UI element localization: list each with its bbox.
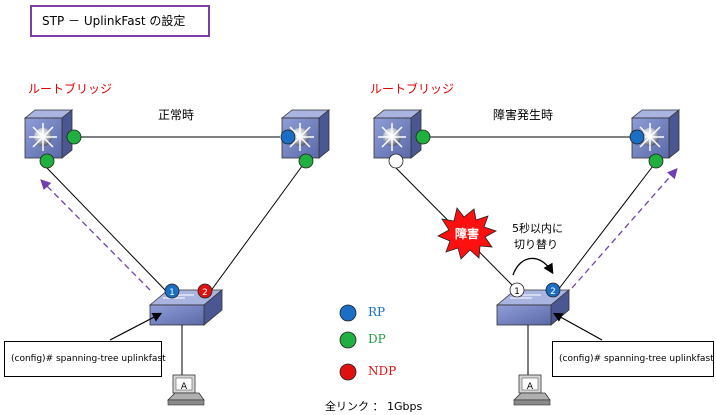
left-root-bridge[interactable] <box>23 109 74 159</box>
right-config-pointer <box>552 312 603 341</box>
left-pc[interactable] <box>167 374 205 406</box>
left-pc-label: A <box>181 382 188 392</box>
left-access-switch[interactable] <box>148 289 224 326</box>
left-config-pointer <box>109 312 163 341</box>
left-state-label: 正常時 <box>158 108 195 122</box>
legend-ndp-dot <box>339 363 357 381</box>
right-port1-label: 1 <box>514 287 520 297</box>
left-uplink-arrow <box>40 179 151 291</box>
right-switch-rp-port <box>629 129 645 145</box>
switch-note-line1: 5秒以内に <box>512 222 563 235</box>
right-topology: 1 2 障害 A <box>372 109 681 406</box>
legend-dp-dot <box>339 331 357 349</box>
right-uplink-arrow <box>571 168 678 289</box>
left-port2-label: 2 <box>202 288 208 298</box>
right-root-dp-port-right <box>415 129 431 145</box>
left-access-rp-port <box>164 283 180 299</box>
failure-label: 障害 <box>455 226 479 241</box>
left-link-1 <box>46 167 169 294</box>
left-link-2 <box>209 161 306 293</box>
legend-rp-label: RP <box>368 305 386 319</box>
right-root-failed-port <box>388 153 404 169</box>
right-state-label: 障害発生時 <box>493 108 554 122</box>
right-switch-dp-port <box>648 153 664 169</box>
right-access-failed-port <box>509 282 525 298</box>
footer-link-speed: 全リンク ： 1Gbps <box>325 400 423 413</box>
right-pc[interactable] <box>513 374 551 406</box>
page-title: STP － UplinkFast の設定 <box>30 5 210 37</box>
legend-ndp-label: NDP <box>368 364 397 378</box>
left-root-dp-port-right <box>66 129 82 145</box>
switchover-arrow <box>512 257 554 276</box>
switch-note-line2: 切り替り <box>514 238 558 251</box>
legend-dp-label: DP <box>368 332 386 346</box>
left-access-ndp-port <box>197 283 213 299</box>
left-port1-label: 1 <box>169 288 175 298</box>
right-port2-label: 2 <box>550 287 556 297</box>
right-access-new-rp-port <box>545 282 561 298</box>
left-root-bridge-label: ルートブリッジ <box>28 82 113 96</box>
left-topology: 1 2 A <box>23 109 331 406</box>
right-pc-label: A <box>527 382 534 392</box>
failure-burst-icon <box>437 207 497 260</box>
left-config-box: (config)# spanning-tree uplinkfast <box>4 341 166 377</box>
left-switch-dp-port <box>298 153 314 169</box>
left-root-dp-port-down <box>39 153 55 169</box>
legend-rp-dot <box>339 304 357 322</box>
left-switch-rp-port <box>280 129 296 145</box>
right-link-2 <box>557 161 657 291</box>
right-root-bridge[interactable] <box>372 109 423 159</box>
right-root-bridge-label: ルートブリッジ <box>370 82 455 96</box>
right-config-box: (config)# spanning-tree uplinkfast <box>552 341 714 377</box>
